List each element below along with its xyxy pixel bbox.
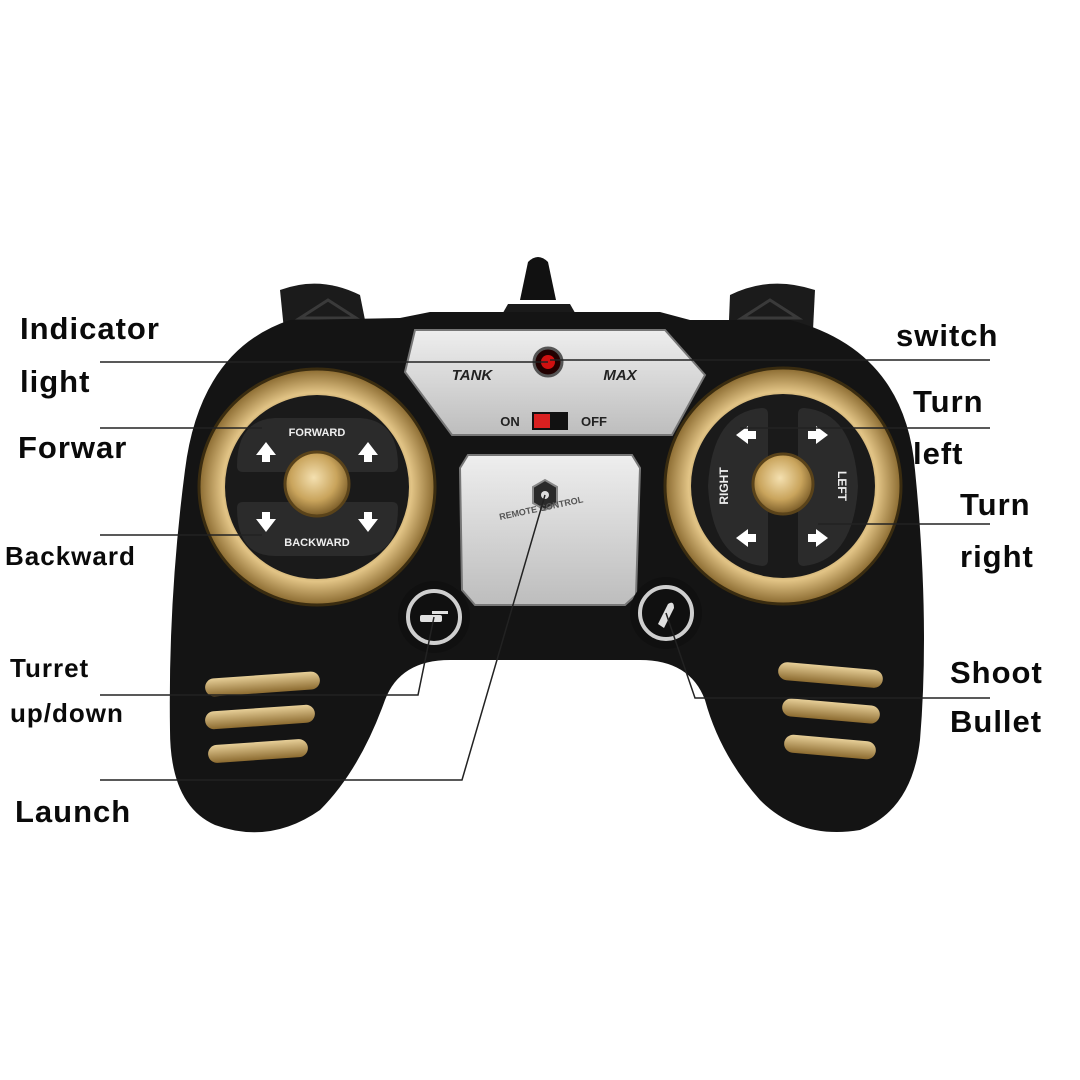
grip-slot xyxy=(205,671,320,697)
left-text: LEFT xyxy=(835,471,849,502)
arrow-down-icon xyxy=(256,512,276,532)
power-on-text: ON xyxy=(500,414,520,429)
leader-lines xyxy=(100,359,990,781)
grip-slot xyxy=(784,734,876,760)
label-turret-line1: Turret xyxy=(10,653,90,683)
backward-text: BACKWARD xyxy=(284,537,349,549)
center-panel xyxy=(458,454,642,606)
brand-left-text: TANK xyxy=(452,367,494,384)
arrow-down-icon xyxy=(358,512,378,532)
leader-shoot xyxy=(665,612,990,699)
backward-button[interactable] xyxy=(237,502,398,556)
arrow-left-icon xyxy=(736,426,756,444)
label-turn-left-line2: left xyxy=(913,436,964,471)
label-shoot-line1: Shoot xyxy=(950,655,1043,690)
grip-slot xyxy=(208,739,308,763)
arrow-right-icon xyxy=(808,529,828,547)
arrow-up-icon xyxy=(256,442,276,462)
arrow-right-icon xyxy=(808,426,828,444)
grip-slot xyxy=(778,662,883,688)
label-turn-right-line2: right xyxy=(960,539,1034,574)
label-backward: Backward xyxy=(5,541,136,571)
label-indicator-line1: Indicator xyxy=(20,311,160,346)
power-off-text: OFF xyxy=(581,414,607,429)
leader-launch xyxy=(100,494,546,781)
antenna xyxy=(520,257,556,300)
bullet-icon xyxy=(658,602,674,628)
turn-left-button[interactable] xyxy=(798,408,858,566)
label-launch: Launch xyxy=(15,794,132,829)
label-turn-right-line1: Turn xyxy=(960,487,1031,522)
label-indicator-line2: light xyxy=(20,364,91,399)
right-text: RIGHT xyxy=(717,467,731,505)
forward-button[interactable] xyxy=(237,418,398,472)
right-stick[interactable] xyxy=(751,452,815,516)
label-turret-line2: up/down xyxy=(10,698,124,728)
grip-slot xyxy=(782,698,880,724)
left-stick[interactable] xyxy=(283,450,351,518)
turret-icon xyxy=(420,611,448,622)
turn-right-button[interactable] xyxy=(708,408,768,566)
arrow-left-icon xyxy=(736,529,756,547)
label-shoot-line2: Bullet xyxy=(950,704,1043,739)
label-turn-left-line1: Turn xyxy=(913,384,984,419)
forward-text: FORWARD xyxy=(289,427,346,439)
label-forward: Forwar xyxy=(18,430,128,465)
brand-right-text: MAX xyxy=(603,367,637,384)
arrow-up-icon xyxy=(358,442,378,462)
top-panel xyxy=(403,329,707,436)
label-switch: switch xyxy=(896,318,999,353)
grip-slot xyxy=(205,704,315,730)
leader-turret xyxy=(100,616,435,696)
